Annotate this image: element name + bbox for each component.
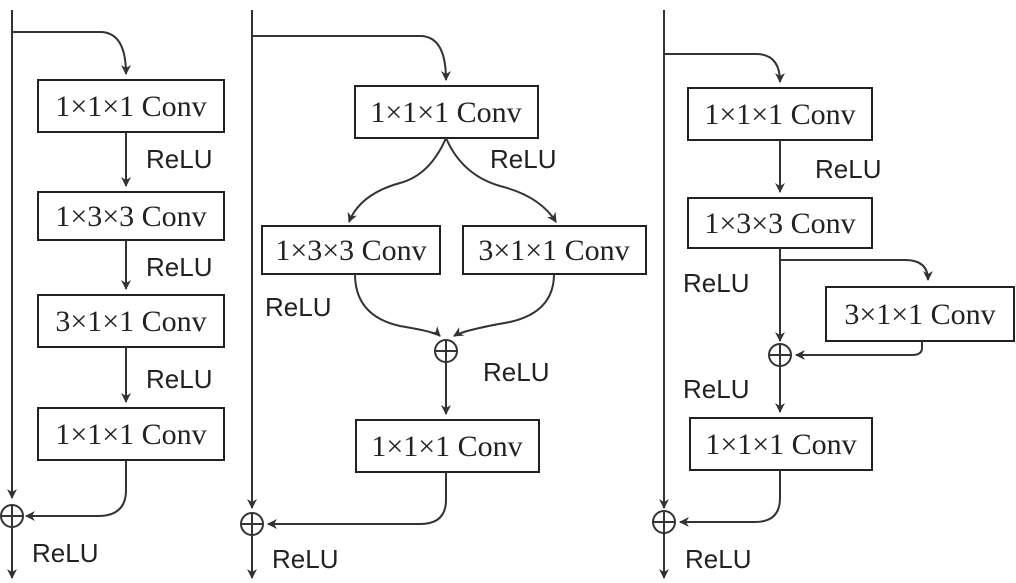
conv-label-b4: 1×1×1 Conv [371,430,522,463]
conv-box-a2 [37,191,225,241]
relu-label-a2: ReLU [146,252,212,282]
conv-box-b4 [355,419,540,473]
relu-label-c2: ReLU [683,268,749,298]
conv-label-c4: 1×1×1 Conv [705,428,856,461]
conv-label-a2: 1×3×3 Conv [55,200,206,233]
conv-label-b2: 1×3×3 Conv [275,234,426,267]
relu-label-b4: ReLU [272,544,338,574]
conv-box-a4 [37,407,225,461]
conv-box-c2 [687,197,873,249]
conv-label-a4: 1×1×1 Conv [55,418,206,451]
conv-box-b2 [261,225,441,275]
relu-label-c4: ReLU [685,544,751,574]
conv-box-b3 [462,225,647,275]
panel-c: 1×1×1 Conv ReLU 1×3×3 Conv ReLU 3×1×1 Co… [652,10,1015,579]
conv-label-c3: 3×1×1 Conv [844,298,995,331]
relu-label-c3: ReLU [683,374,749,404]
add-node-a [0,504,24,528]
split-arrow-right-b [445,137,557,223]
relu-label-a3: ReLU [146,364,212,394]
branch-arrow-b [252,35,451,81]
merge-arrow-c2 [679,470,781,527]
branch-arrow-a [12,31,131,75]
conv-label-a3: 3×1×1 Conv [55,305,206,338]
merge-arrow-right-b [453,273,555,337]
conv-box-a1 [37,79,225,133]
merge-arrow-left-b [354,273,441,337]
merge-arrow-b [267,472,447,529]
add-node-b2 [240,512,264,536]
panel-b: 1×1×1 Conv ReLU 1×3×3 Conv 3×1×1 Conv Re… [240,10,647,579]
conv-label-b1: 1×1×1 Conv [370,96,521,129]
conv-label-b3: 3×1×1 Conv [478,234,629,267]
relu-label-a1: ReLU [146,144,212,174]
conv-label-c2: 1×3×3 Conv [704,207,855,240]
add-node-b1 [434,339,458,363]
merge-arrow-a [25,460,127,521]
conv-box-c3 [825,286,1015,342]
branch-arrow-c2 [780,259,933,281]
split-arrow-left-b [347,137,447,223]
relu-label-b2: ReLU [265,292,331,322]
relu-label-c1: ReLU [815,154,881,184]
conv-box-b1 [354,85,539,139]
conv-box-a3 [37,294,225,348]
relu-label-b1: ReLU [490,144,556,174]
relu-label-a4: ReLU [32,538,98,568]
add-node-c2 [652,510,676,534]
panel-a: 1×1×1 Conv ReLU 1×3×3 Conv ReLU 3×1×1 Co… [0,10,225,579]
conv-box-c4 [689,417,873,471]
branch-arrow-c [664,53,785,83]
conv-label-c1: 1×1×1 Conv [704,98,855,131]
relu-label-b3: ReLU [483,357,549,387]
add-node-c1 [768,343,792,367]
conv-box-c1 [687,87,873,141]
merge-arrow-c1 [795,341,923,360]
conv-label-a1: 1×1×1 Conv [55,90,206,123]
